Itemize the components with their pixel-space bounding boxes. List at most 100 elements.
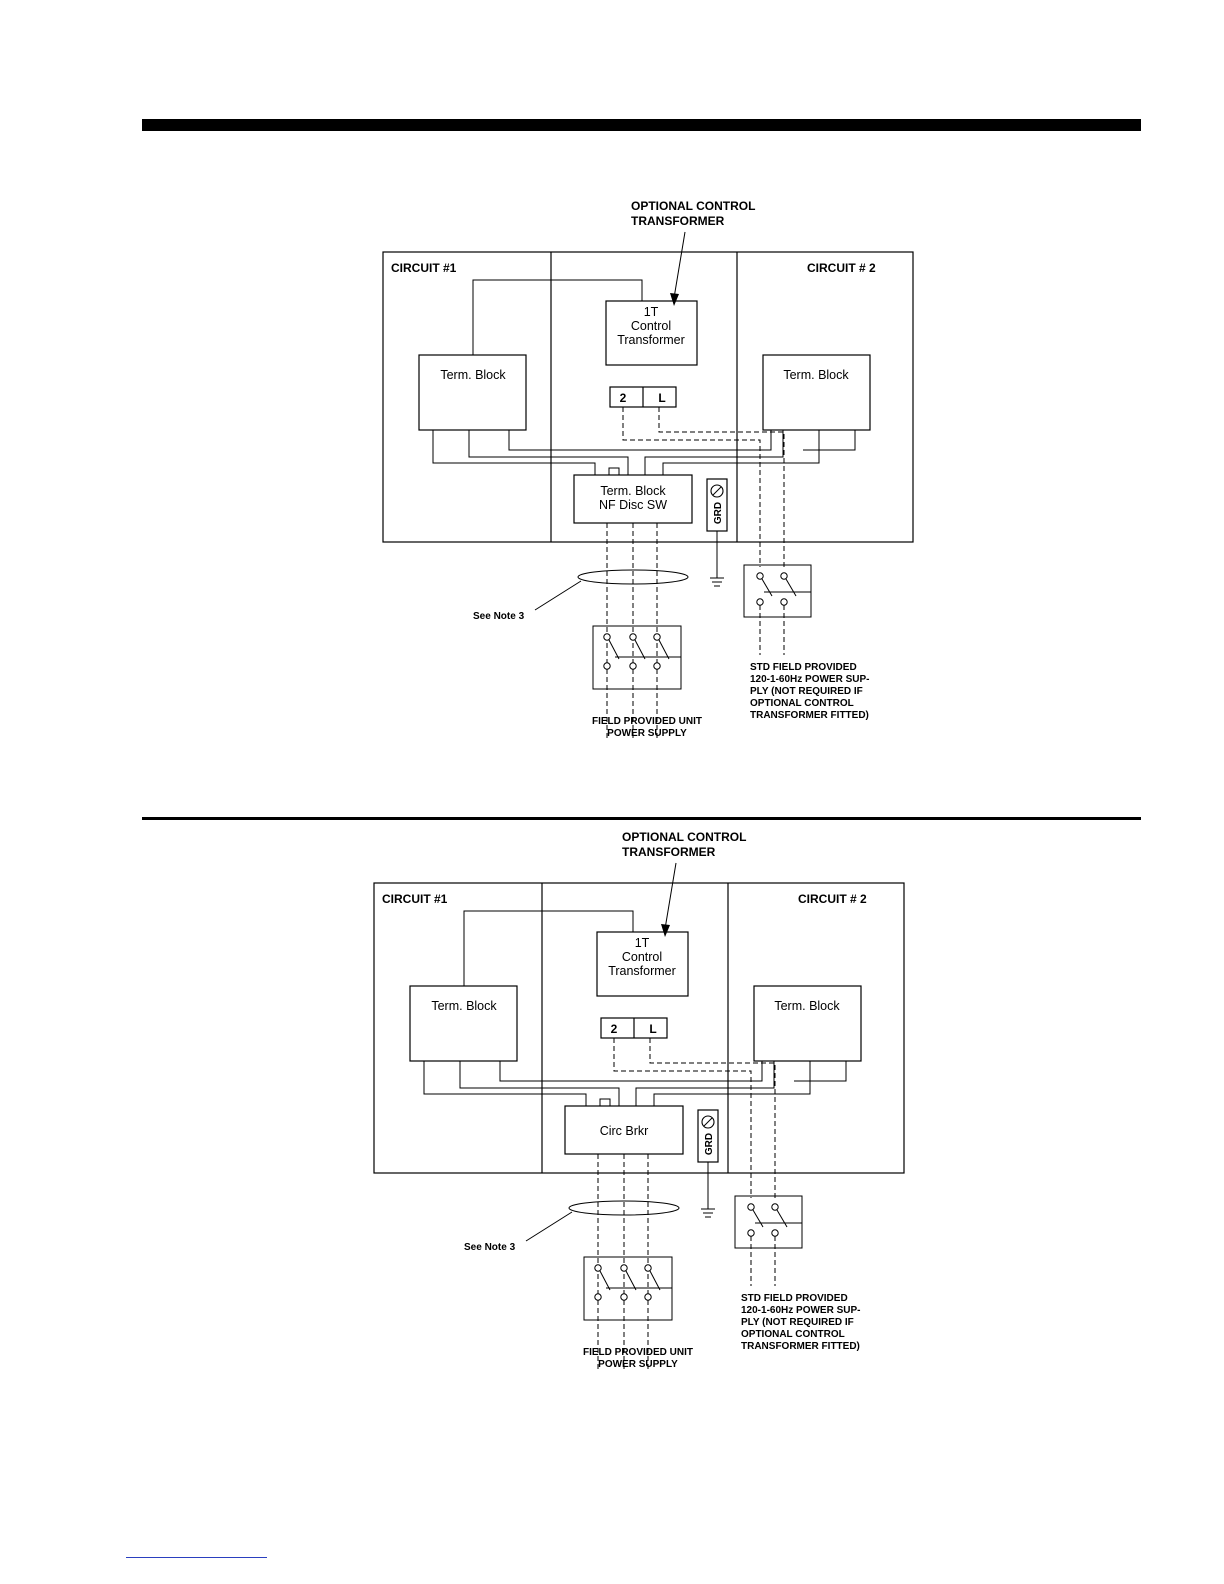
unit-switch-blade [634, 639, 646, 660]
power-wire-6 [803, 430, 856, 451]
disconnect-label-1: Term. Block [600, 484, 666, 498]
ground-label: GRD [704, 1133, 715, 1155]
power-jumper-1 [608, 467, 620, 475]
control-wire-l [649, 1038, 776, 1198]
header-rule [142, 119, 1141, 131]
control-switch-top-contact [771, 1203, 779, 1211]
note-leader [534, 580, 582, 611]
unit-switch-top-contact [620, 1264, 628, 1272]
power-wire-4 [644, 430, 784, 475]
control-switch-bottom-contact [771, 1229, 779, 1237]
cable-bundle-ellipse [577, 569, 689, 585]
term-block-right-label: Term. Block [783, 368, 849, 382]
control-supply-label-2: 120-1-60Hz POWER SUP- [741, 1305, 860, 1316]
power-wire-3 [508, 430, 772, 451]
unit-supply-label-1: FIELD PROVIDED UNIT [583, 1347, 693, 1358]
control-switch-bottom-contact [780, 598, 788, 606]
unit-switch-blade [649, 1270, 661, 1291]
control-supply-label-4: OPTIONAL CONTROL [750, 698, 854, 709]
unit-switch-top-contact [653, 633, 661, 641]
unit-switch-top-contact [603, 633, 611, 641]
power-jumper-1 [599, 1098, 611, 1106]
transformer-feed-wire [472, 279, 643, 355]
control-transformer-box [605, 300, 698, 366]
unit-switch-bottom-contact [594, 1293, 602, 1301]
unit-switch-blade [608, 639, 620, 660]
control-wire-2 [613, 1038, 752, 1198]
callout-line-2: TRANSFORMER [622, 845, 716, 859]
control-switch-top-contact [780, 572, 788, 580]
unit-switch-bottom-contact [644, 1293, 652, 1301]
term-block-left-label: Term. Block [431, 999, 497, 1013]
unit-switch-blade [625, 1270, 637, 1291]
control-supply-label-3: PLY (NOT REQUIRED IF [750, 686, 863, 697]
term-block-right [753, 985, 862, 1062]
circuit-1-label: CIRCUIT #1 [382, 892, 448, 906]
circuit-1-label: CIRCUIT #1 [391, 261, 457, 275]
control-switch-blade [761, 578, 773, 597]
unit-switch-top-contact [594, 1264, 602, 1272]
disconnect-label-1: Circ Brkr [600, 1124, 649, 1138]
control-wire-2 [622, 407, 761, 567]
term-block-left [409, 985, 518, 1062]
control-supply-label-1: STD FIELD PROVIDED [750, 662, 857, 673]
control-switch-blade [752, 1209, 764, 1228]
unit-switch-top-contact [644, 1264, 652, 1272]
unit-switch-bottom-contact [603, 662, 611, 670]
transformer-label-1: 1T [644, 305, 659, 319]
power-wire-4 [635, 1061, 775, 1106]
unit-switch-blade [658, 639, 670, 660]
control-switch-bottom-contact [756, 598, 764, 606]
power-wire-1 [423, 1061, 587, 1106]
power-wire-2 [459, 1061, 620, 1106]
footnote-rule [126, 1557, 267, 1558]
unit-switch-bottom-contact [629, 662, 637, 670]
control-supply-switch-box [743, 564, 812, 618]
control-switch-bottom-contact [747, 1229, 755, 1237]
see-note-label: See Note 3 [473, 611, 525, 622]
callout-arrow-shaft [673, 231, 686, 299]
control-switch-blade [785, 578, 797, 597]
terminal-2-label: 2 [620, 391, 627, 405]
control-supply-label-1: STD FIELD PROVIDED [741, 1293, 848, 1304]
control-supply-switch-box [734, 1195, 803, 1249]
transformer-label-3: Transformer [617, 333, 685, 347]
enclosure-outline [373, 882, 905, 1174]
term-block-right [762, 354, 871, 431]
power-wire-6 [794, 1061, 847, 1082]
control-supply-label-5: TRANSFORMER FITTED) [750, 710, 869, 721]
unit-switch-top-contact [629, 633, 637, 641]
ground-screw-icon [710, 484, 724, 498]
transformer-label-1: 1T [635, 936, 650, 950]
power-wire-5 [662, 430, 820, 475]
transformer-label-2: Control [631, 319, 671, 333]
note-leader [525, 1211, 573, 1242]
power-wire-5 [653, 1061, 811, 1106]
transformer-label-2: Control [622, 950, 662, 964]
unit-switch-bottom-contact [620, 1293, 628, 1301]
ground-label: GRD [713, 502, 724, 524]
unit-switch-blade [599, 1270, 611, 1291]
ground-screw-slot [703, 1117, 713, 1127]
power-wire-3 [499, 1061, 763, 1082]
control-supply-label-5: TRANSFORMER FITTED) [741, 1341, 860, 1352]
section-divider [142, 817, 1141, 820]
circuit-2-label: CIRCUIT # 2 [807, 261, 876, 275]
control-wire-l [658, 407, 785, 567]
terminal-l-label: L [658, 391, 665, 405]
unit-supply-label-2: POWER SUPPLY [598, 1359, 678, 1370]
control-switch-top-contact [756, 572, 764, 580]
power-wire-2 [468, 430, 629, 475]
callout-arrowhead [661, 924, 670, 937]
callout-arrow-shaft [664, 862, 677, 930]
control-switch-blade [776, 1209, 788, 1228]
control-transformer-box [596, 931, 689, 997]
unit-switch-bottom-contact [653, 662, 661, 670]
enclosure-outline [382, 251, 914, 543]
see-note-label: See Note 3 [464, 1242, 516, 1253]
control-supply-label-3: PLY (NOT REQUIRED IF [741, 1317, 854, 1328]
power-wire-1 [432, 430, 596, 475]
